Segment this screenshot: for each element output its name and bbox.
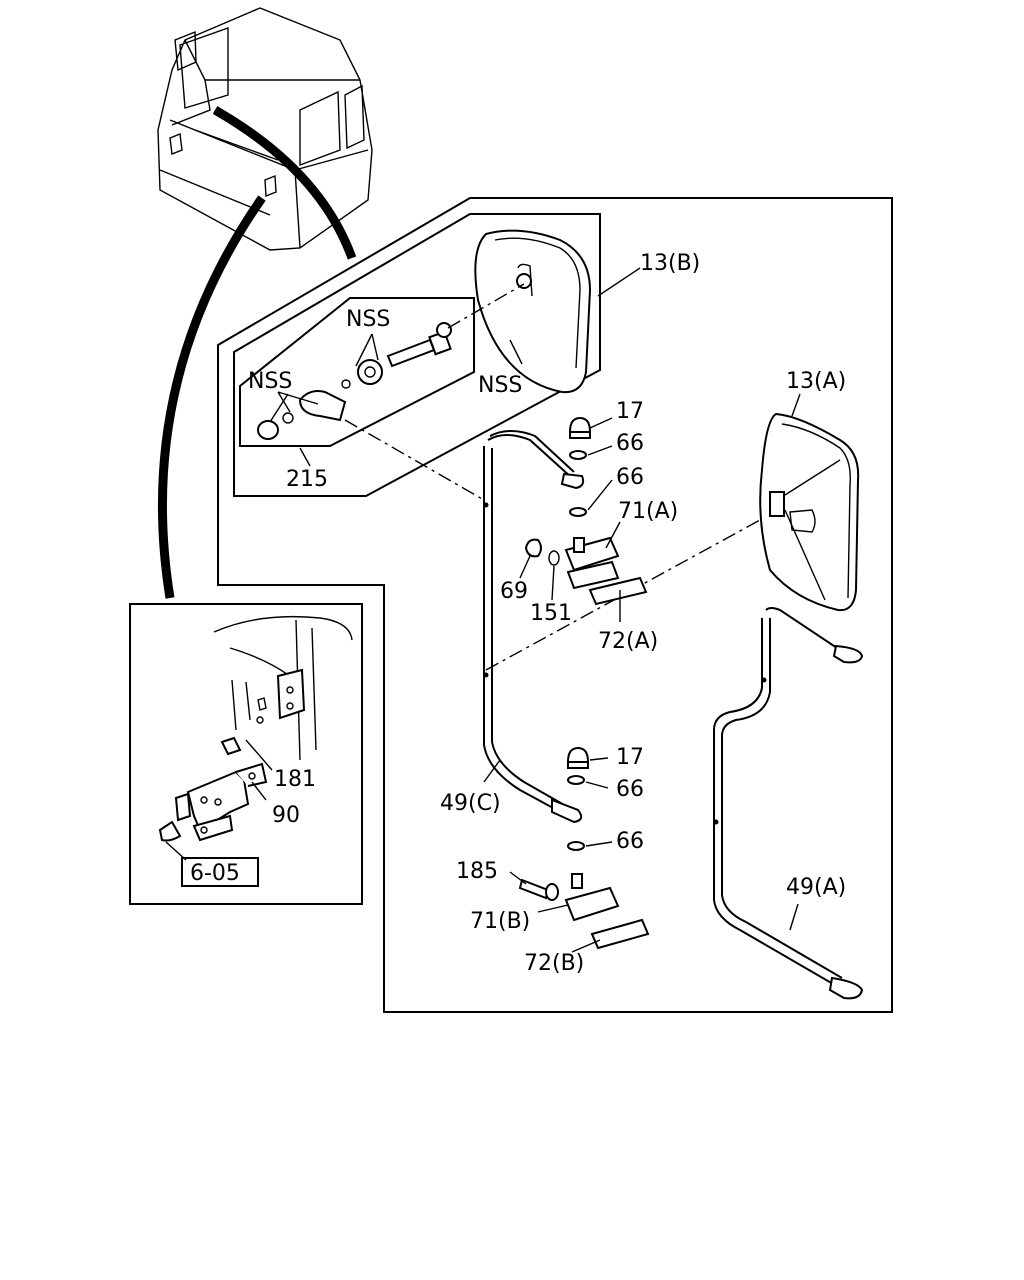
label-bolt-185: 185 xyxy=(456,859,498,884)
label-arm-49c: 49(C) xyxy=(440,791,501,816)
arm-49a xyxy=(713,607,864,1000)
label-ref-605: 6-05 xyxy=(190,861,240,886)
mirror-13a xyxy=(759,412,860,612)
pointer-curve-upper xyxy=(212,106,357,260)
label-cap-17-top: 17 xyxy=(616,399,644,424)
label-bracket-71a: 71(A) xyxy=(618,499,678,524)
label-washer-66-d: 66 xyxy=(616,829,644,854)
mirror-13b xyxy=(474,229,592,394)
label-washer-66-c: 66 xyxy=(616,777,644,802)
inset-detail-box xyxy=(129,603,363,905)
label-nss-lower: NSS xyxy=(248,369,292,394)
label-washer-66-a: 66 xyxy=(616,431,644,456)
pointer-curve-lower xyxy=(158,195,266,599)
label-bracket-71b: 71(B) xyxy=(470,909,530,934)
mirror-b-kit-box xyxy=(233,213,601,497)
leader-lines xyxy=(269,267,801,953)
arm-49c xyxy=(483,430,585,824)
truck-cab-illustration xyxy=(157,7,373,251)
ball-stud-assembly xyxy=(341,322,452,389)
label-nss-mirror: NSS xyxy=(478,373,522,398)
label-washer-66-b: 66 xyxy=(616,465,644,490)
inset-illustration xyxy=(158,615,353,861)
ref-605-box xyxy=(181,857,259,887)
label-cap-17-bottom: 17 xyxy=(616,745,644,770)
clamp-assembly xyxy=(257,390,347,440)
label-nut-69: 69 xyxy=(500,579,528,604)
label-pad-72b: 72(B) xyxy=(524,951,584,976)
label-washer-151: 151 xyxy=(530,601,572,626)
label-mirror-13b: 13(B) xyxy=(640,251,700,276)
label-clip-181: 181 xyxy=(274,767,316,792)
label-arm-49a: 49(A) xyxy=(786,875,846,900)
label-mirror-13a: 13(A) xyxy=(786,369,846,394)
label-kit-215: 215 xyxy=(286,467,328,492)
upper-bracket-hardware xyxy=(524,416,648,606)
lower-bracket-hardware xyxy=(518,746,650,950)
label-bracket-90: 90 xyxy=(272,803,300,828)
label-nss-upper: NSS xyxy=(346,307,390,332)
part-labels: 13(B) 13(A) NSS NSS NSS 215 17 66 66 71(… xyxy=(190,251,846,976)
label-pad-72a: 72(A) xyxy=(598,629,658,654)
kit-215-box xyxy=(239,297,475,447)
main-frame-outline xyxy=(217,197,893,1013)
